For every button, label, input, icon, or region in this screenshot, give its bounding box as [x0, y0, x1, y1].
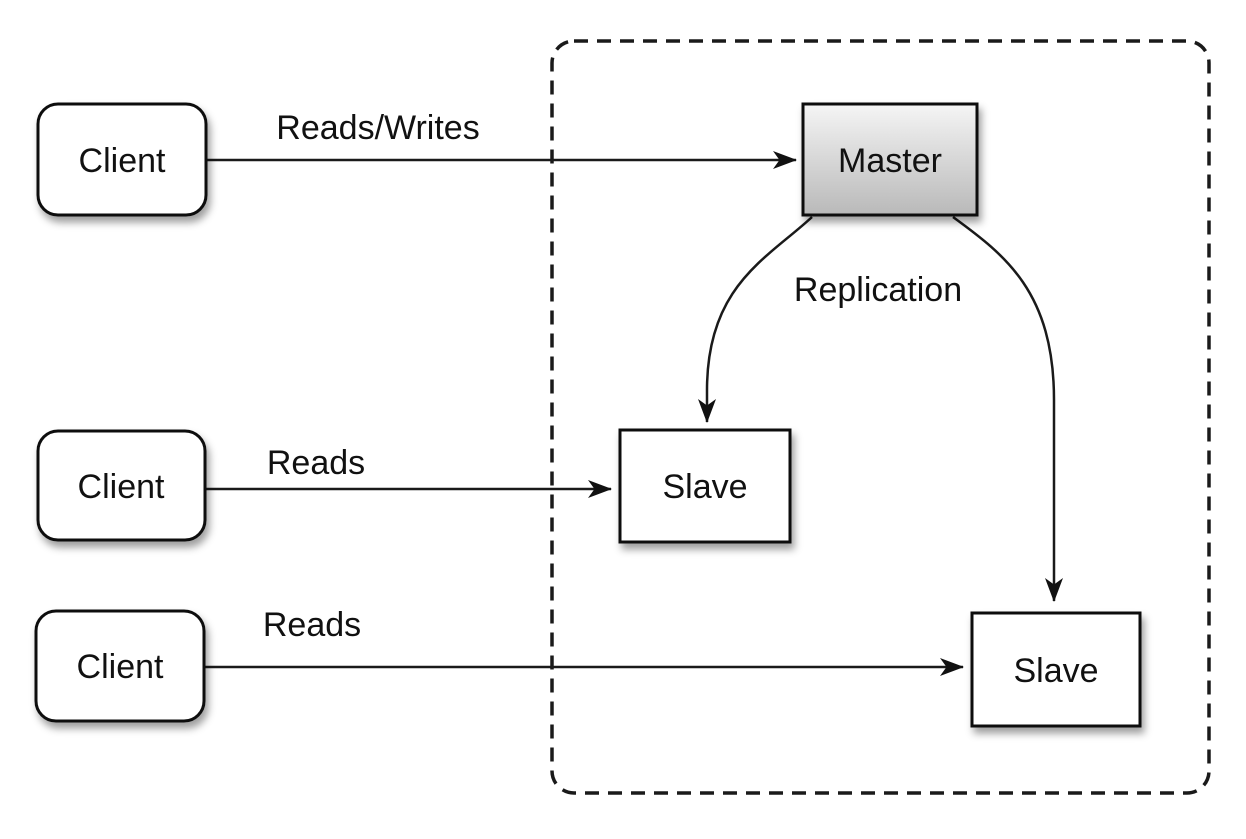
edge-label-reads-1: Reads: [267, 444, 365, 482]
slave-box-2: [970, 611, 1142, 728]
master-box: [801, 102, 979, 217]
client-label-3: Client: [77, 648, 164, 686]
edge-replication-master-slave2-arrow: [952, 215, 1063, 602]
client-node-3: Client: [34, 609, 206, 723]
master-node: Master: [801, 102, 979, 217]
slave-label-2: Slave: [1013, 652, 1098, 690]
client-label-2: Client: [78, 468, 165, 506]
slave-node-1: Slave: [618, 428, 792, 544]
client-box-1: [36, 102, 208, 217]
client-box-3: [34, 609, 206, 723]
edge-replication-master-slave1-arrow: [698, 216, 813, 423]
slave-node-2: Slave: [970, 611, 1142, 728]
edge-label-replication: Replication: [794, 271, 962, 309]
replication-group-boundary: [550, 39, 1211, 795]
edge-label-reads-2: Reads: [263, 606, 361, 644]
client-node-1: Client: [36, 102, 208, 217]
client-label-1: Client: [79, 142, 166, 180]
client-box-2: [36, 429, 207, 542]
master-label: Master: [838, 142, 942, 180]
slave-label-1: Slave: [662, 468, 747, 506]
client-node-2: Client: [36, 429, 207, 542]
edge-label-reads-writes: Reads/Writes: [276, 109, 479, 147]
slave-box-1: [618, 428, 792, 544]
